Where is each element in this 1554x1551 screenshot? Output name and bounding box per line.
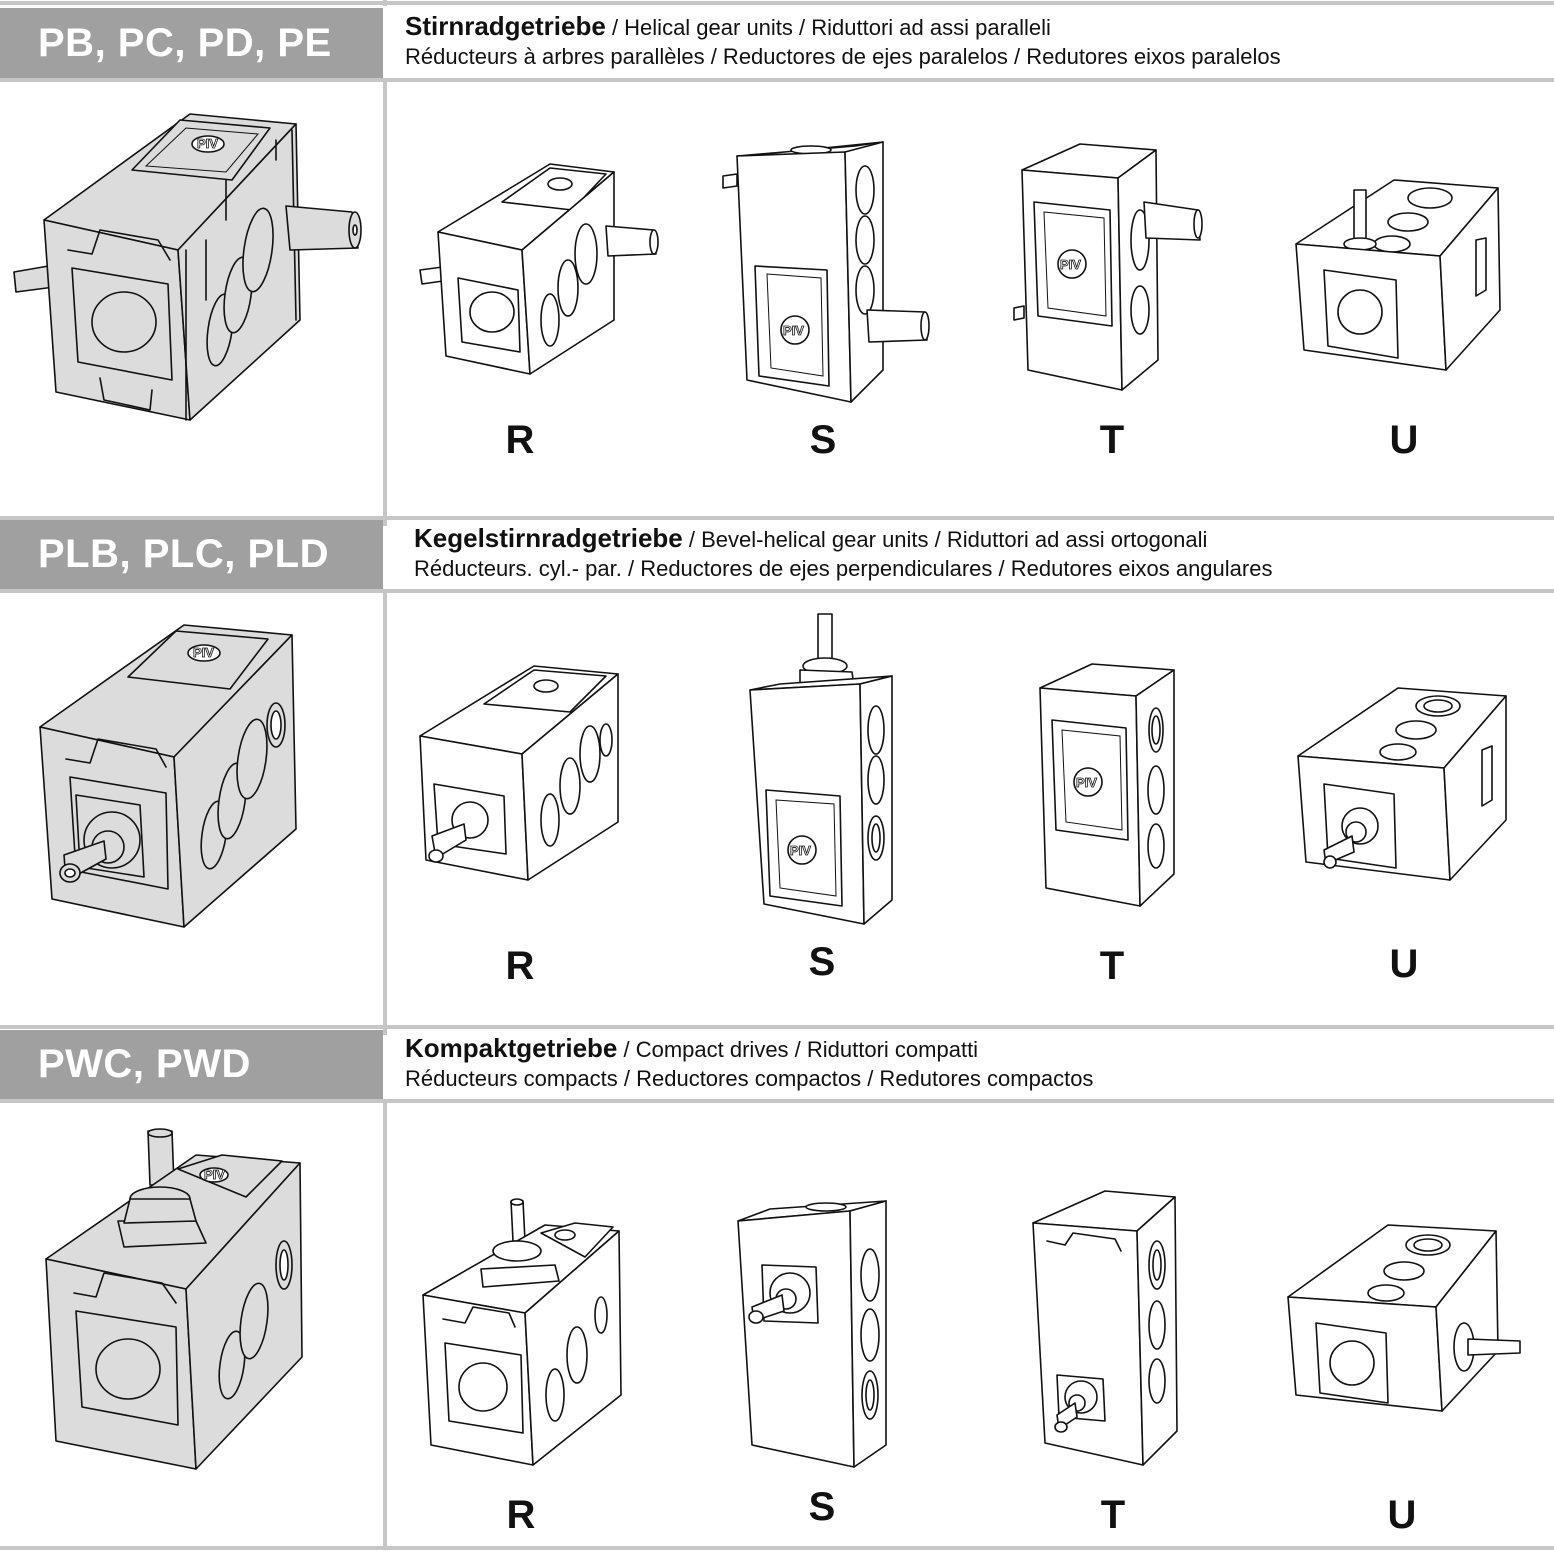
- helical-gearbox-icon: PIV: [13, 113, 362, 421]
- variant-label: S: [809, 418, 837, 462]
- title-german: Kegelstirnradgetriebe: [414, 523, 683, 553]
- variant-r: R: [410, 150, 670, 480]
- section-title: Kompaktgetriebe / Compact drives / Ridut…: [405, 1034, 1554, 1094]
- variant-label: T: [1099, 418, 1125, 462]
- variant-label: S: [808, 1485, 836, 1529]
- title-translations-2: Réducteurs. cyl.- par. / Reductores de e…: [414, 556, 1273, 581]
- bevel-gearbox-horizontal-icon: [419, 665, 619, 881]
- compact-gearbox-vertical-bottom-shaft-icon: [1032, 1190, 1178, 1466]
- hero-illustration: PIV: [0, 615, 383, 1015]
- helical-gearbox-vertical-icon: PIV: [722, 141, 930, 403]
- title-translations-2: Réducteurs à arbres parallèles / Reducto…: [405, 44, 1281, 69]
- variant-u: U: [1290, 170, 1510, 480]
- title-translations-1: / Compact drives / Riduttori compatti: [617, 1037, 979, 1062]
- variant-label: R: [505, 418, 535, 462]
- divider-section-2: [383, 593, 387, 1025]
- variant-label: T: [1100, 1493, 1126, 1537]
- rule-header-3-bottom: [0, 1099, 1554, 1103]
- svg-text:PIV: PIV: [197, 136, 218, 151]
- title-german: Stirnradgetriebe: [405, 11, 606, 41]
- title-translations-1: / Helical gear units / Riduttori ad assi…: [605, 15, 1051, 40]
- variant-label: U: [1389, 942, 1419, 986]
- svg-text:PIV: PIV: [1076, 775, 1097, 790]
- series-codes: PLB, PLC, PLD: [38, 532, 329, 576]
- hero-illustration: PIV: [0, 100, 383, 500]
- section-title: Stirnradgetriebe / Helical gear units / …: [405, 12, 1554, 72]
- variant-label: T: [1099, 944, 1125, 988]
- variant-label: U: [1387, 1493, 1417, 1537]
- bevel-helical-gearbox-icon: PIV: [39, 624, 297, 928]
- divider-top-1: [383, 0, 387, 6]
- svg-text:PIV: PIV: [783, 323, 804, 338]
- bevel-gearbox-flat-icon: [1297, 687, 1507, 881]
- divider-top-2: [383, 520, 387, 526]
- bevel-gearbox-vertical-icon: PIV: [1039, 663, 1175, 907]
- bevel-gearbox-vertical-shaft-top-icon: PIV: [749, 613, 893, 925]
- series-code-box: PLB, PLC, PLD: [0, 520, 383, 589]
- compact-gearbox-horizontal-icon: [422, 1198, 622, 1466]
- svg-text:PIV: PIV: [204, 1167, 225, 1182]
- variant-label: U: [1389, 418, 1419, 462]
- title-translations-2: Réducteurs compacts / Reductores compact…: [405, 1066, 1094, 1091]
- section-title: Kegelstirnradgetriebe / Bevel-helical ge…: [414, 524, 1554, 584]
- compact-gearbox-flat-side-shaft-icon: [1287, 1224, 1521, 1412]
- variant-r: R: [415, 1195, 675, 1540]
- helical-gearbox-horizontal-icon: [419, 163, 659, 375]
- rule-section-1-bottom: [0, 516, 1554, 520]
- variant-label: R: [505, 944, 535, 988]
- series-code-box: PB, PC, PD, PE: [0, 8, 383, 78]
- rule-header-2-bottom: [0, 589, 1554, 593]
- rule-section-2-bottom: [0, 1025, 1554, 1029]
- compact-gearbox-vertical-side-shaft-icon: [737, 1200, 887, 1468]
- title-translations-1: / Bevel-helical gear units / Riduttori a…: [682, 527, 1208, 552]
- svg-text:PIV: PIV: [1060, 257, 1081, 272]
- compact-gearbox-icon: PIV: [45, 1128, 303, 1470]
- helical-gearbox-vertical-shaft-up-icon: PIV: [1013, 143, 1203, 391]
- series-code-box: PWC, PWD: [0, 1030, 383, 1099]
- variant-label: R: [506, 1493, 536, 1537]
- svg-text:PIV: PIV: [193, 645, 214, 660]
- hero-illustration: PIV: [0, 1125, 383, 1525]
- variant-r: R: [410, 660, 670, 1000]
- svg-text:PIV: PIV: [790, 843, 811, 858]
- divider-top-3: [383, 1029, 387, 1035]
- variant-t: T: [1025, 1185, 1195, 1540]
- divider-section-1: [383, 82, 387, 516]
- variant-s: PIV S: [740, 610, 940, 1000]
- divider-section-3: [383, 1103, 387, 1546]
- variant-u: U: [1290, 680, 1520, 1000]
- rule-header-1-bottom: [0, 78, 1554, 82]
- rule-top: [0, 1, 1554, 5]
- variant-t: PIV T: [1010, 140, 1230, 480]
- title-german: Kompaktgetriebe: [405, 1033, 618, 1063]
- series-codes: PB, PC, PD, PE: [38, 20, 332, 65]
- variant-label: S: [808, 940, 836, 984]
- helical-gearbox-shaft-top-icon: [1295, 179, 1501, 371]
- series-codes: PWC, PWD: [38, 1042, 251, 1086]
- variant-t: PIV T: [1030, 660, 1190, 1000]
- variant-s: S: [730, 1195, 930, 1540]
- rule-bottom: [0, 1546, 1554, 1550]
- variant-s: PIV S: [715, 140, 945, 480]
- variant-u: U: [1280, 1215, 1530, 1540]
